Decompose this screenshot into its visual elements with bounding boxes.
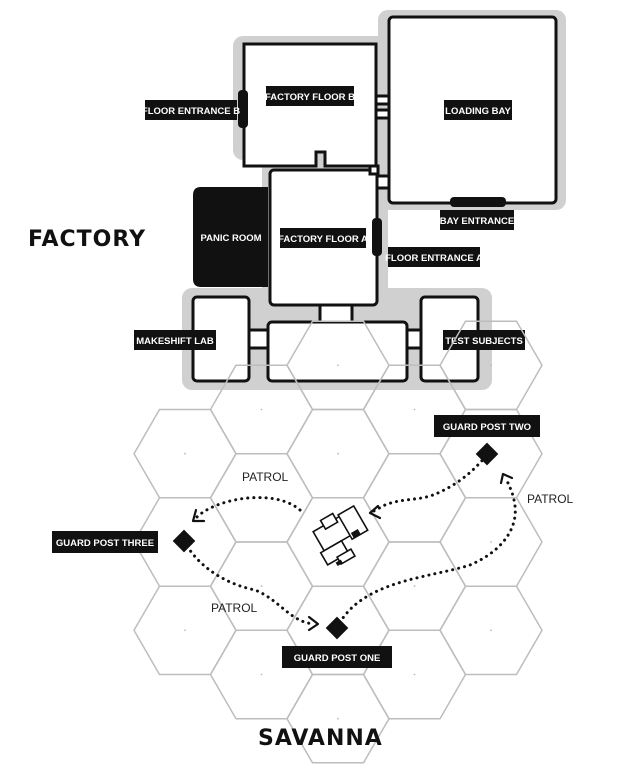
svg-text:FLOOR ENTRANCE A: FLOOR ENTRANCE A (385, 253, 483, 264)
facility-icon (312, 504, 369, 567)
factory-map: FLOOR ENTRANCE B FACTORY FLOOR B LOADING… (28, 10, 566, 390)
svg-text:GUARD POST THREE: GUARD POST THREE (56, 538, 154, 549)
hex-center-dot (413, 585, 416, 588)
patrol-route-facility-to-three (194, 496, 302, 520)
svg-text:FLOOR ENTRANCE B: FLOOR ENTRANCE B (142, 106, 240, 117)
hex-center-dot (184, 452, 186, 455)
hex-center-dot (490, 629, 492, 632)
svg-text:MAKESHIFT LAB: MAKESHIFT LAB (136, 336, 214, 347)
patrol-label-bottom: PATROL (211, 601, 258, 615)
hex-center-dot (490, 364, 492, 367)
hex-center-dot (337, 364, 339, 367)
room-central-corridor (266, 320, 409, 383)
hex-center-dot (413, 673, 416, 676)
entrance-bar-floor-b (238, 90, 248, 128)
hex-center-dot (490, 541, 492, 543)
savanna-title: SAVANNA (258, 726, 383, 751)
factory-title: FACTORY (28, 227, 146, 252)
hex-cell (439, 585, 543, 676)
label-makeshift-lab: MAKESHIFT LAB (134, 330, 216, 350)
arrowhead-three (191, 508, 206, 523)
guard-post-one-marker (325, 616, 349, 640)
arrowhead-facility (368, 504, 382, 520)
doorway-a-corridor (318, 303, 354, 324)
label-guard-post-three: GUARD POST THREE (52, 531, 158, 553)
label-guard-post-two: GUARD POST TWO (434, 415, 540, 437)
hex-center-dot (413, 408, 416, 411)
doorways (247, 94, 423, 350)
label-test-subjects: TEST SUBJECTS (443, 330, 525, 350)
entrance-bar-bay (450, 197, 506, 207)
label-floor-entrance-a: FLOOR ENTRANCE A (385, 247, 483, 267)
label-bay-entrance: BAY ENTRANCE (440, 210, 514, 230)
hex-center-dot (184, 629, 186, 632)
patrol-route-one-to-two (335, 476, 517, 630)
hex-center-dot (337, 452, 339, 455)
entrance-bar-floor-a (372, 218, 382, 256)
savanna-map: GUARD POST TWO GUARD POST THREE GUARD PO… (52, 320, 574, 764)
doorway-corridor-test (405, 328, 423, 350)
label-loading-bay: LOADING BAY (444, 100, 512, 120)
svg-text:TEST SUBJECTS: TEST SUBJECTS (445, 336, 523, 347)
svg-text:PANIC ROOM: PANIC ROOM (200, 233, 261, 244)
patrol-route-two-to-facility (370, 454, 488, 514)
label-guard-post-one: GUARD POST ONE (282, 646, 392, 668)
svg-text:LOADING BAY: LOADING BAY (445, 106, 511, 117)
svg-text:GUARD POST TWO: GUARD POST TWO (443, 422, 531, 433)
arrowhead-one (307, 615, 320, 632)
label-factory-floor-b: FACTORY FLOOR B (265, 86, 355, 106)
doorway-floor-b-a (368, 164, 380, 176)
svg-text:GUARD POST ONE: GUARD POST ONE (294, 653, 381, 664)
label-panic-room: PANIC ROOM (200, 233, 261, 244)
guard-post-two-marker (475, 442, 499, 466)
label-factory-floor-a: FACTORY FLOOR A (278, 228, 368, 248)
svg-text:FACTORY FLOOR A: FACTORY FLOOR A (278, 234, 368, 245)
room-panic-room (193, 187, 268, 287)
hex-center-dot (260, 673, 263, 676)
arrowhead-two (499, 472, 514, 485)
hex-center-dot (260, 408, 263, 411)
doorway-a-bay (375, 174, 391, 190)
hex-center-dot (337, 717, 339, 720)
svg-text:BAY ENTRANCE: BAY ENTRANCE (440, 216, 514, 227)
hex-center-dot (260, 585, 263, 588)
patrol-label-top: PATROL (242, 470, 289, 484)
patrol-label-right: PATROL (527, 492, 574, 506)
hex-grid (133, 320, 543, 764)
doorway-lab-corridor (247, 328, 270, 350)
svg-text:FACTORY FLOOR B: FACTORY FLOOR B (265, 92, 355, 103)
guard-post-three-marker (172, 529, 196, 553)
label-floor-entrance-b: FLOOR ENTRANCE B (142, 100, 240, 120)
doorway-floor-b-bay (374, 94, 391, 120)
